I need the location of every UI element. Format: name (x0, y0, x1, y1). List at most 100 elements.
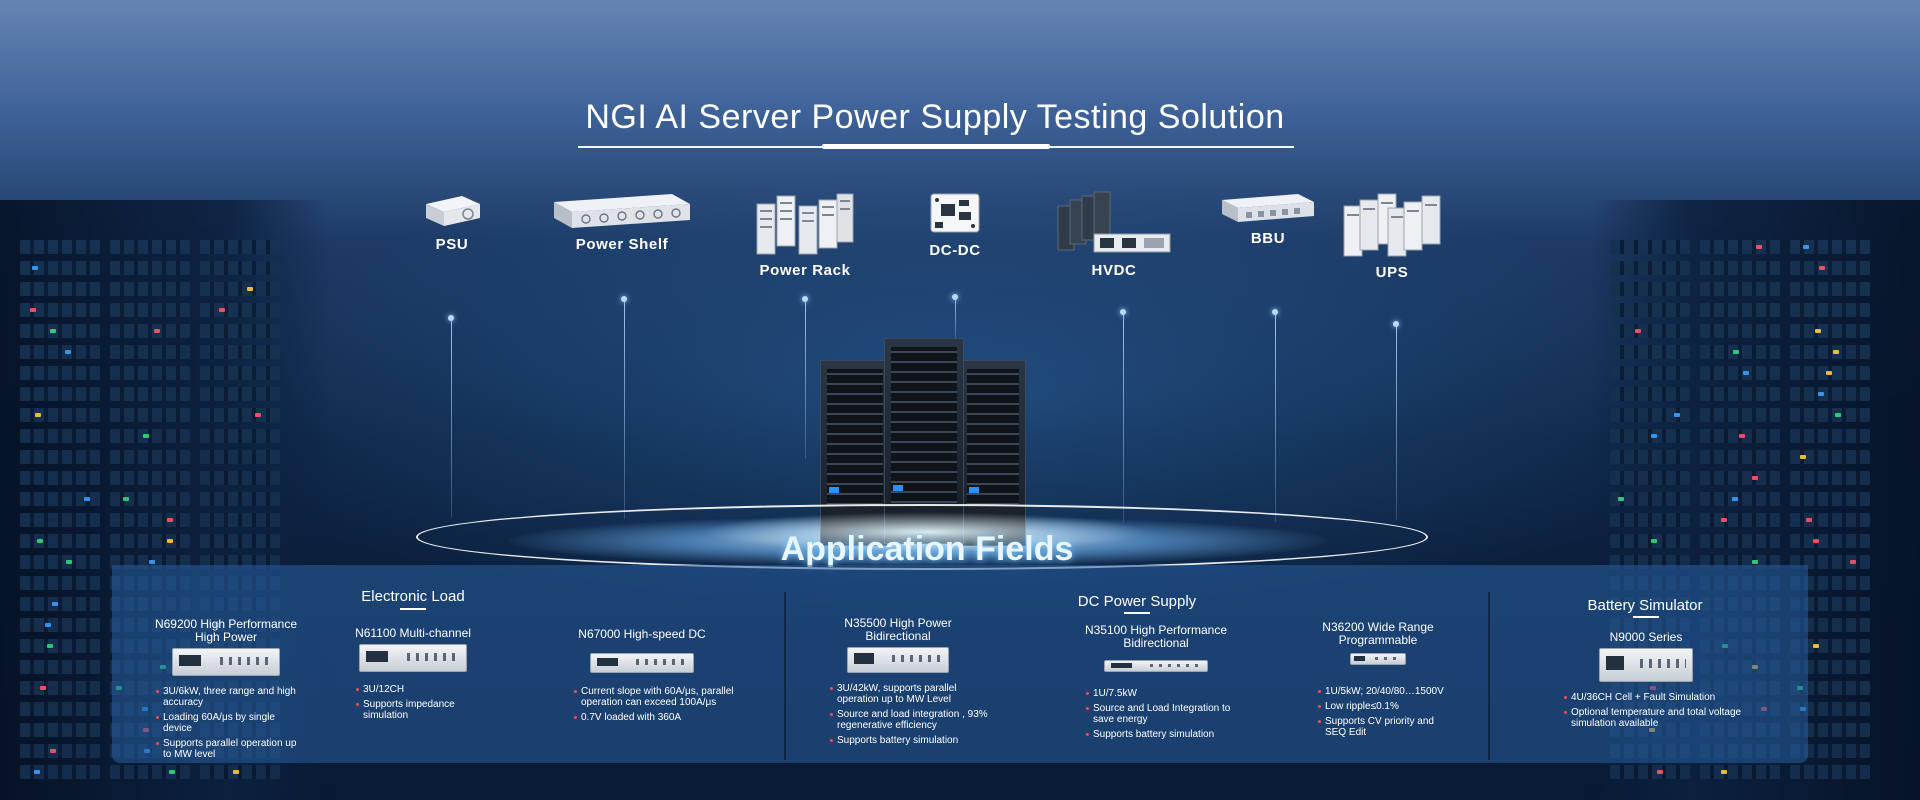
category-dc-dc[interactable]: DC-DC (920, 190, 990, 259)
rack-unit (1790, 471, 1870, 485)
rack-unit (1610, 408, 1690, 422)
group-title-battery-simulator: Battery Simulator (1587, 597, 1703, 614)
status-led (1651, 539, 1657, 543)
rack-unit (1790, 261, 1870, 275)
product-n36200[interactable]: N36200 Wide Range Programmable (1312, 621, 1444, 665)
status-led (1813, 644, 1819, 648)
product-name: N69200 High Performance (154, 617, 298, 631)
rack-unit (1610, 387, 1690, 401)
status-led (1756, 245, 1762, 249)
rack-unit (200, 513, 280, 527)
rack-unit (200, 282, 280, 296)
rack-unit (1790, 282, 1870, 296)
category-psu[interactable]: PSU (418, 190, 486, 253)
rack-unit (20, 555, 100, 569)
status-led (1732, 497, 1738, 501)
feature-item: Supports impedance simulation (356, 699, 476, 721)
feature-item: Supports CV priority and SEQ Edit (1318, 716, 1448, 738)
rack-unit (1700, 450, 1780, 464)
rack-unit (200, 471, 280, 485)
rack-unit (1790, 492, 1870, 506)
rack-unit (1700, 240, 1780, 254)
status-led (1752, 560, 1758, 564)
rack-unit (1790, 534, 1870, 548)
product-n69200[interactable]: N69200 High Performance High Power (150, 618, 302, 676)
product-name: Bidirectional (1123, 636, 1189, 650)
product-n35500[interactable]: N35500 High Power Bidirectional (826, 617, 970, 673)
title-underline-accent (822, 144, 1050, 149)
group-underline (1124, 612, 1150, 614)
product-n9000[interactable]: N9000 Series (1590, 631, 1702, 682)
rack-unit (1700, 513, 1780, 527)
feature-item: 1U/5kW; 20/40/80…1500V (1318, 686, 1448, 697)
category-power-rack[interactable]: Power Rack (750, 190, 860, 279)
category-bbu[interactable]: BBU (1220, 190, 1316, 247)
rack-unit (20, 303, 100, 317)
connector-line (1123, 312, 1124, 522)
rack-unit (110, 282, 190, 296)
rack-unit (110, 471, 190, 485)
category-label: BBU (1250, 230, 1286, 247)
status-led (1818, 392, 1824, 396)
status-led (32, 266, 38, 270)
group-title-electronic-load: Electronic Load (361, 588, 465, 605)
product-image (359, 644, 467, 672)
rack-unit (20, 576, 100, 590)
feature-list: 3U/42kW, supports parallel operation up … (830, 683, 1000, 750)
rack-unit (20, 345, 100, 359)
status-led (1835, 413, 1841, 417)
rack-unit (20, 744, 100, 758)
rack-unit (1610, 450, 1690, 464)
rack-unit (1610, 765, 1690, 779)
product-image (1350, 653, 1406, 665)
product-n61100[interactable]: N61100 Multi-channel (350, 627, 476, 672)
feature-list: 4U/36CH Cell + Fault Simulation Optional… (1564, 692, 1744, 733)
status-led (52, 602, 58, 606)
feature-item: Source and load integration , 93% regene… (830, 709, 1000, 731)
category-hvdc[interactable]: HVDC (1056, 190, 1172, 279)
rack-unit (1790, 513, 1870, 527)
application-fields-label: Application Fields (780, 530, 1074, 568)
product-n35100[interactable]: N35100 High Performance Bidirectional (1080, 624, 1232, 672)
rack-unit (1610, 513, 1690, 527)
hvdc-cabinet-icon (1057, 191, 1171, 253)
feature-item: Supports battery simulation (830, 735, 1000, 746)
rack-unit (200, 765, 280, 779)
feature-item: 3U/6kW, three range and high accuracy (156, 686, 306, 708)
feature-item: Loading 60A/μs by single device (156, 712, 306, 734)
status-led (1819, 266, 1825, 270)
rack-unit (20, 765, 100, 779)
connector-line (805, 299, 806, 459)
status-led (40, 686, 46, 690)
power-shelf-icon (554, 194, 690, 228)
rack-unit (1790, 450, 1870, 464)
rack-unit (20, 366, 100, 380)
product-n67000[interactable]: N67000 High-speed DC (570, 628, 714, 673)
rack-unit (1700, 492, 1780, 506)
feature-item: 3U/12CH (356, 684, 476, 695)
rack-unit (20, 408, 100, 422)
status-led (1800, 455, 1806, 459)
rack-unit (1700, 261, 1780, 275)
rack-unit (1700, 534, 1780, 548)
rack-unit (110, 450, 190, 464)
status-led (123, 497, 129, 501)
connector-line (624, 299, 625, 519)
status-led (1721, 518, 1727, 522)
psu-module-icon (426, 196, 480, 226)
category-label: PSU (435, 236, 469, 253)
rack-unit (200, 534, 280, 548)
rack-unit (1610, 492, 1690, 506)
status-led (154, 329, 160, 333)
category-ups[interactable]: UPS (1342, 190, 1442, 281)
rack-unit (20, 723, 100, 737)
rack-unit (200, 492, 280, 506)
feature-item: Supports parallel operation up to MW lev… (156, 738, 306, 760)
product-image (590, 653, 694, 673)
status-led (1743, 371, 1749, 375)
rack-unit (200, 429, 280, 443)
feature-item: 4U/36CH Cell + Fault Simulation (1564, 692, 1744, 703)
category-power-shelf[interactable]: Power Shelf (548, 190, 696, 253)
feature-list: 3U/12CH Supports impedance simulation (356, 684, 476, 725)
